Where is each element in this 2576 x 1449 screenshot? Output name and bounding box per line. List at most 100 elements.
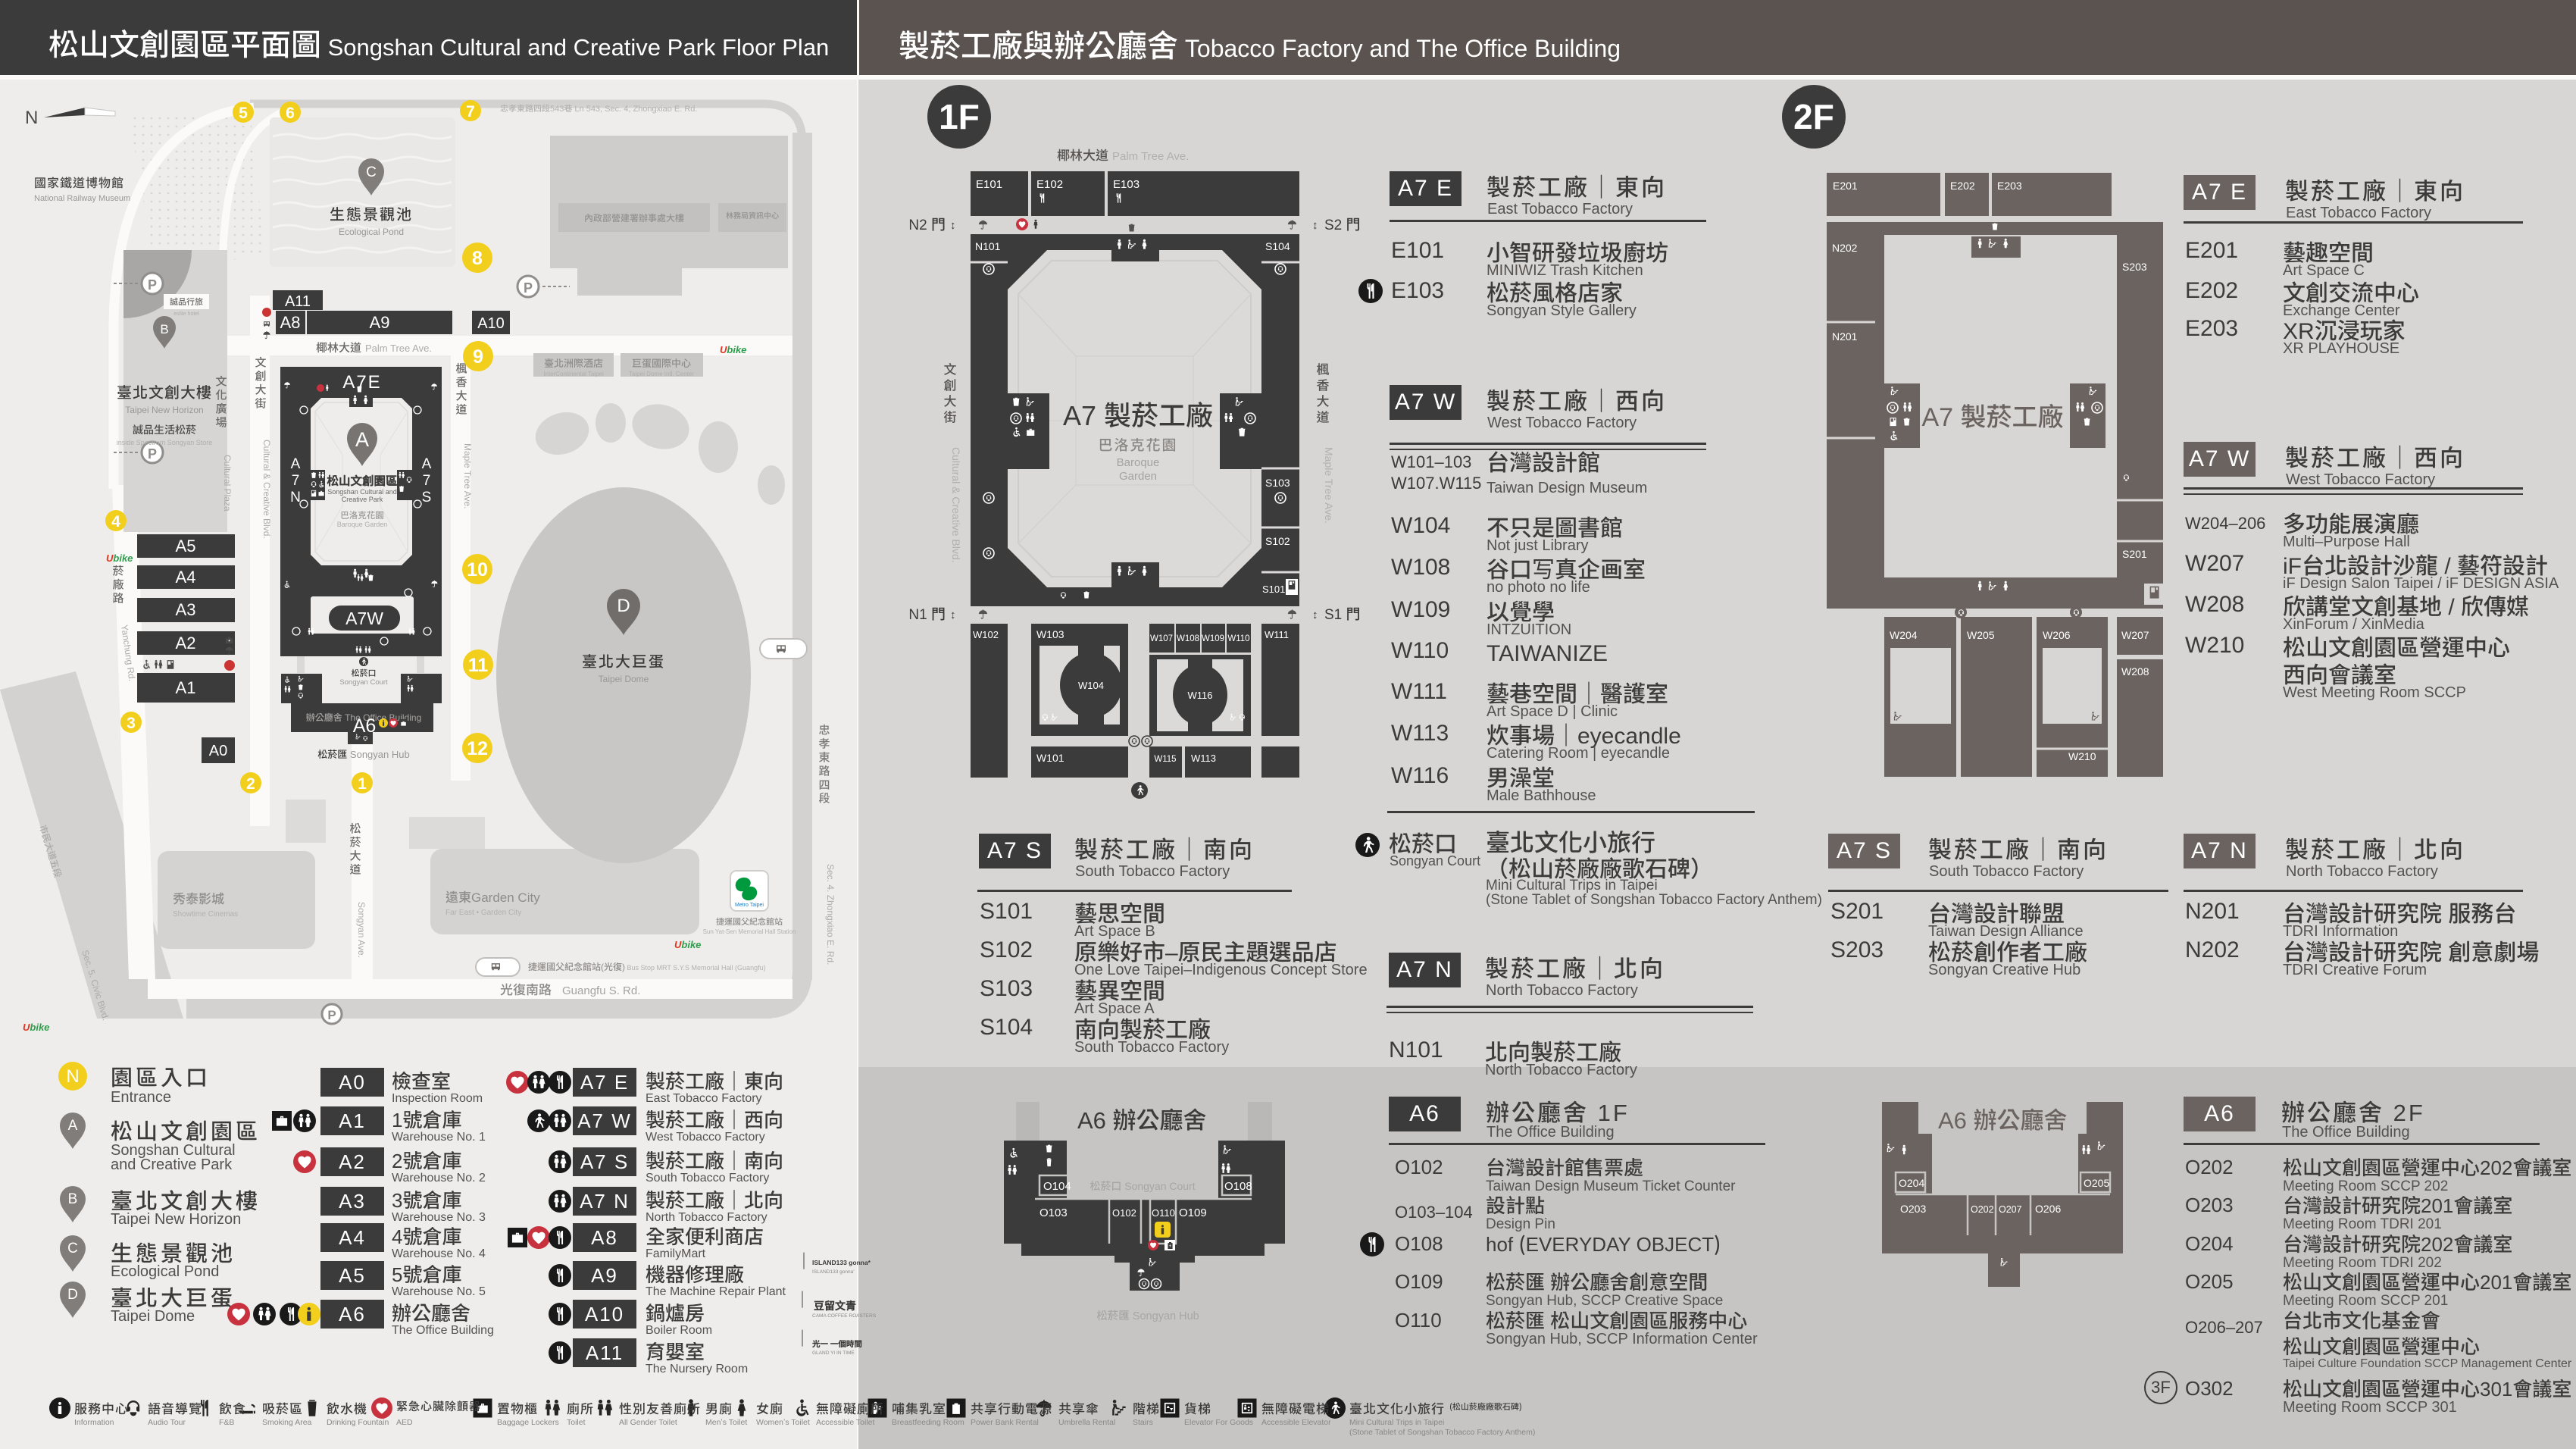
svg-text:S101: S101 <box>1262 584 1285 595</box>
svg-text:10: 10 <box>467 559 488 581</box>
svg-text:Songyan Ave.: Songyan Ave. <box>356 902 367 958</box>
svg-text:W104: W104 <box>1078 680 1104 691</box>
svg-text:↕: ↕ <box>950 609 956 621</box>
svg-text:Cultural & Creative Blvd.: Cultural & Creative Blvd. <box>261 440 272 539</box>
svg-text:B: B <box>68 1191 78 1207</box>
svg-text:Ubike: Ubike <box>720 344 746 355</box>
svg-text:O205: O205 <box>2084 1177 2109 1189</box>
svg-text:W102: W102 <box>973 629 999 640</box>
svg-text:Ubike: Ubike <box>106 552 133 564</box>
svg-text:國家鐵道博物館: 國家鐵道博物館 <box>34 177 124 190</box>
svg-text:A7 製菸工廠: A7 製菸工廠 <box>1063 394 1213 433</box>
svg-text:W115: W115 <box>1154 755 1176 764</box>
svg-text:A11: A11 <box>285 293 311 310</box>
svg-text:7: 7 <box>423 473 431 489</box>
svg-text:捷運國父紀念館站(光復) Bus Stop MRT S.Y.: 捷運國父紀念館站(光復) Bus Stop MRT S.Y.S Memorial… <box>528 962 766 972</box>
svg-text:松菸匯 Songyan Hub: 松菸匯 Songyan Hub <box>1096 1310 1199 1322</box>
svg-text:W204: W204 <box>1890 629 1918 641</box>
svg-text:Palm Tree Ave.: Palm Tree Ave. <box>1112 150 1189 163</box>
svg-text:A: A <box>68 1118 78 1134</box>
svg-text:P: P <box>524 280 533 296</box>
svg-text:↕: ↕ <box>1312 219 1318 232</box>
svg-text:A6: A6 <box>353 715 377 737</box>
svg-text:文創大街: 文創大街 <box>942 362 957 426</box>
svg-text:N1 門: N1 門 <box>908 607 946 623</box>
svg-text:Songshan Cultural and: Songshan Cultural and <box>327 488 397 496</box>
svg-text:E202: E202 <box>1950 180 1975 192</box>
svg-text:光復南路: 光復南路 <box>500 983 552 997</box>
svg-text:W205: W205 <box>1967 629 1995 641</box>
svg-text:Palm Tree Ave.: Palm Tree Ave. <box>365 343 432 354</box>
svg-text:Taipei Dome: Taipei Dome <box>599 674 649 684</box>
svg-text:N: N <box>66 1066 79 1087</box>
svg-text:N101: N101 <box>975 240 1001 252</box>
svg-text:誠品生活松菸: 誠品生活松菸 <box>133 424 196 436</box>
svg-text:A: A <box>422 456 432 472</box>
svg-text:D: D <box>67 1287 78 1303</box>
svg-text:Cultural & Creative Blvd.: Cultural & Creative Blvd. <box>950 447 962 563</box>
svg-text:W210: W210 <box>2068 750 2096 762</box>
svg-text:Taipei Dome Intl. Center: Taipei Dome Intl. Center <box>629 371 694 377</box>
svg-text:W110: W110 <box>1227 634 1249 643</box>
svg-text:文化廣場: 文化廣場 <box>214 375 227 430</box>
svg-text:生態景觀池: 生態景觀池 <box>330 207 413 224</box>
svg-text:臺北洲際酒店: 臺北洲際酒店 <box>544 358 603 369</box>
svg-text:1: 1 <box>358 775 367 793</box>
svg-text:2: 2 <box>246 775 255 793</box>
svg-text:臺北大巨蛋: 臺北大巨蛋 <box>582 654 665 671</box>
svg-text:C: C <box>366 164 377 180</box>
svg-text:Cultural Plaza: Cultural Plaza <box>222 455 233 512</box>
svg-text:Baroque: Baroque <box>1117 456 1160 469</box>
svg-text:巴洛克花園: 巴洛克花園 <box>1098 437 1177 454</box>
svg-text:忠孝東路四段543巷 Ln 543, Sec. 4, Zho: 忠孝東路四段543巷 Ln 543, Sec. 4, Zhongxiao E. … <box>500 104 697 114</box>
svg-text:Maple Tree Ave.: Maple Tree Ave. <box>1323 447 1335 524</box>
svg-text:A2: A2 <box>176 634 196 653</box>
svg-text:椰林大道: 椰林大道 <box>1057 149 1108 163</box>
svg-text:7: 7 <box>292 473 300 489</box>
svg-text:E102: E102 <box>1036 178 1063 191</box>
svg-text:N2 門: N2 門 <box>908 218 946 233</box>
svg-text:S103: S103 <box>1265 477 1290 489</box>
svg-text:Sun Yat-Sen Memorial Hall Stat: Sun Yat-Sen Memorial Hall Station <box>703 928 796 935</box>
svg-text:S203: S203 <box>2122 261 2147 273</box>
svg-text:9: 9 <box>473 346 483 368</box>
svg-text:E101: E101 <box>976 178 1002 191</box>
svg-text:S102: S102 <box>1265 535 1290 547</box>
svg-text:A10: A10 <box>477 315 505 332</box>
svg-text:O104: O104 <box>1043 1180 1071 1193</box>
svg-text:巴洛克花園: 巴洛克花園 <box>340 511 384 521</box>
svg-text:↕: ↕ <box>1312 609 1318 621</box>
svg-text:O110: O110 <box>1152 1207 1175 1219</box>
svg-text:捷運國父紀念館站: 捷運國父紀念館站 <box>716 917 783 927</box>
svg-text:W108: W108 <box>1177 634 1199 643</box>
svg-text:O109: O109 <box>1179 1206 1207 1219</box>
svg-text:↕: ↕ <box>950 219 956 232</box>
svg-text:InterContinental Taipei: InterContinental Taipei <box>543 371 604 377</box>
svg-text:A6 辦公廳舍: A6 辦公廳舍 <box>1938 1101 2068 1135</box>
svg-text:誠品行旅: 誠品行旅 <box>170 297 203 307</box>
svg-text:A: A <box>291 456 301 472</box>
svg-text:7: 7 <box>466 103 475 120</box>
svg-text:O103: O103 <box>1039 1206 1068 1219</box>
svg-text:8: 8 <box>472 248 483 269</box>
svg-text:Garden: Garden <box>1119 470 1157 483</box>
svg-text:A3: A3 <box>176 600 196 619</box>
svg-text:內政部營建署辦事處大樓: 內政部營建署辦事處大樓 <box>584 213 684 224</box>
svg-text:楓香大道: 楓香大道 <box>1315 362 1330 426</box>
svg-text:11: 11 <box>468 655 489 676</box>
svg-text:P: P <box>148 446 157 462</box>
svg-text:松菸口 Songyan Court: 松菸口 Songyan Court <box>1089 1180 1195 1192</box>
svg-text:National Railway Museum: National Railway Museum <box>34 194 130 203</box>
svg-text:W109: W109 <box>1202 634 1224 643</box>
svg-text:A8: A8 <box>280 313 301 332</box>
svg-text:松菸大道: 松菸大道 <box>349 822 361 877</box>
svg-text:O204: O204 <box>1899 1177 1924 1189</box>
svg-text:Metro Taipei: Metro Taipei <box>735 903 764 908</box>
svg-text:文創大街: 文創大街 <box>254 356 267 411</box>
svg-text:巨蛋國際中心: 巨蛋國際中心 <box>632 358 691 369</box>
svg-text:W101: W101 <box>1036 752 1064 764</box>
svg-text:Songyan Court: Songyan Court <box>339 678 388 687</box>
svg-text:W111: W111 <box>1265 629 1289 640</box>
svg-text:S: S <box>422 490 432 505</box>
svg-text:B: B <box>160 322 168 336</box>
